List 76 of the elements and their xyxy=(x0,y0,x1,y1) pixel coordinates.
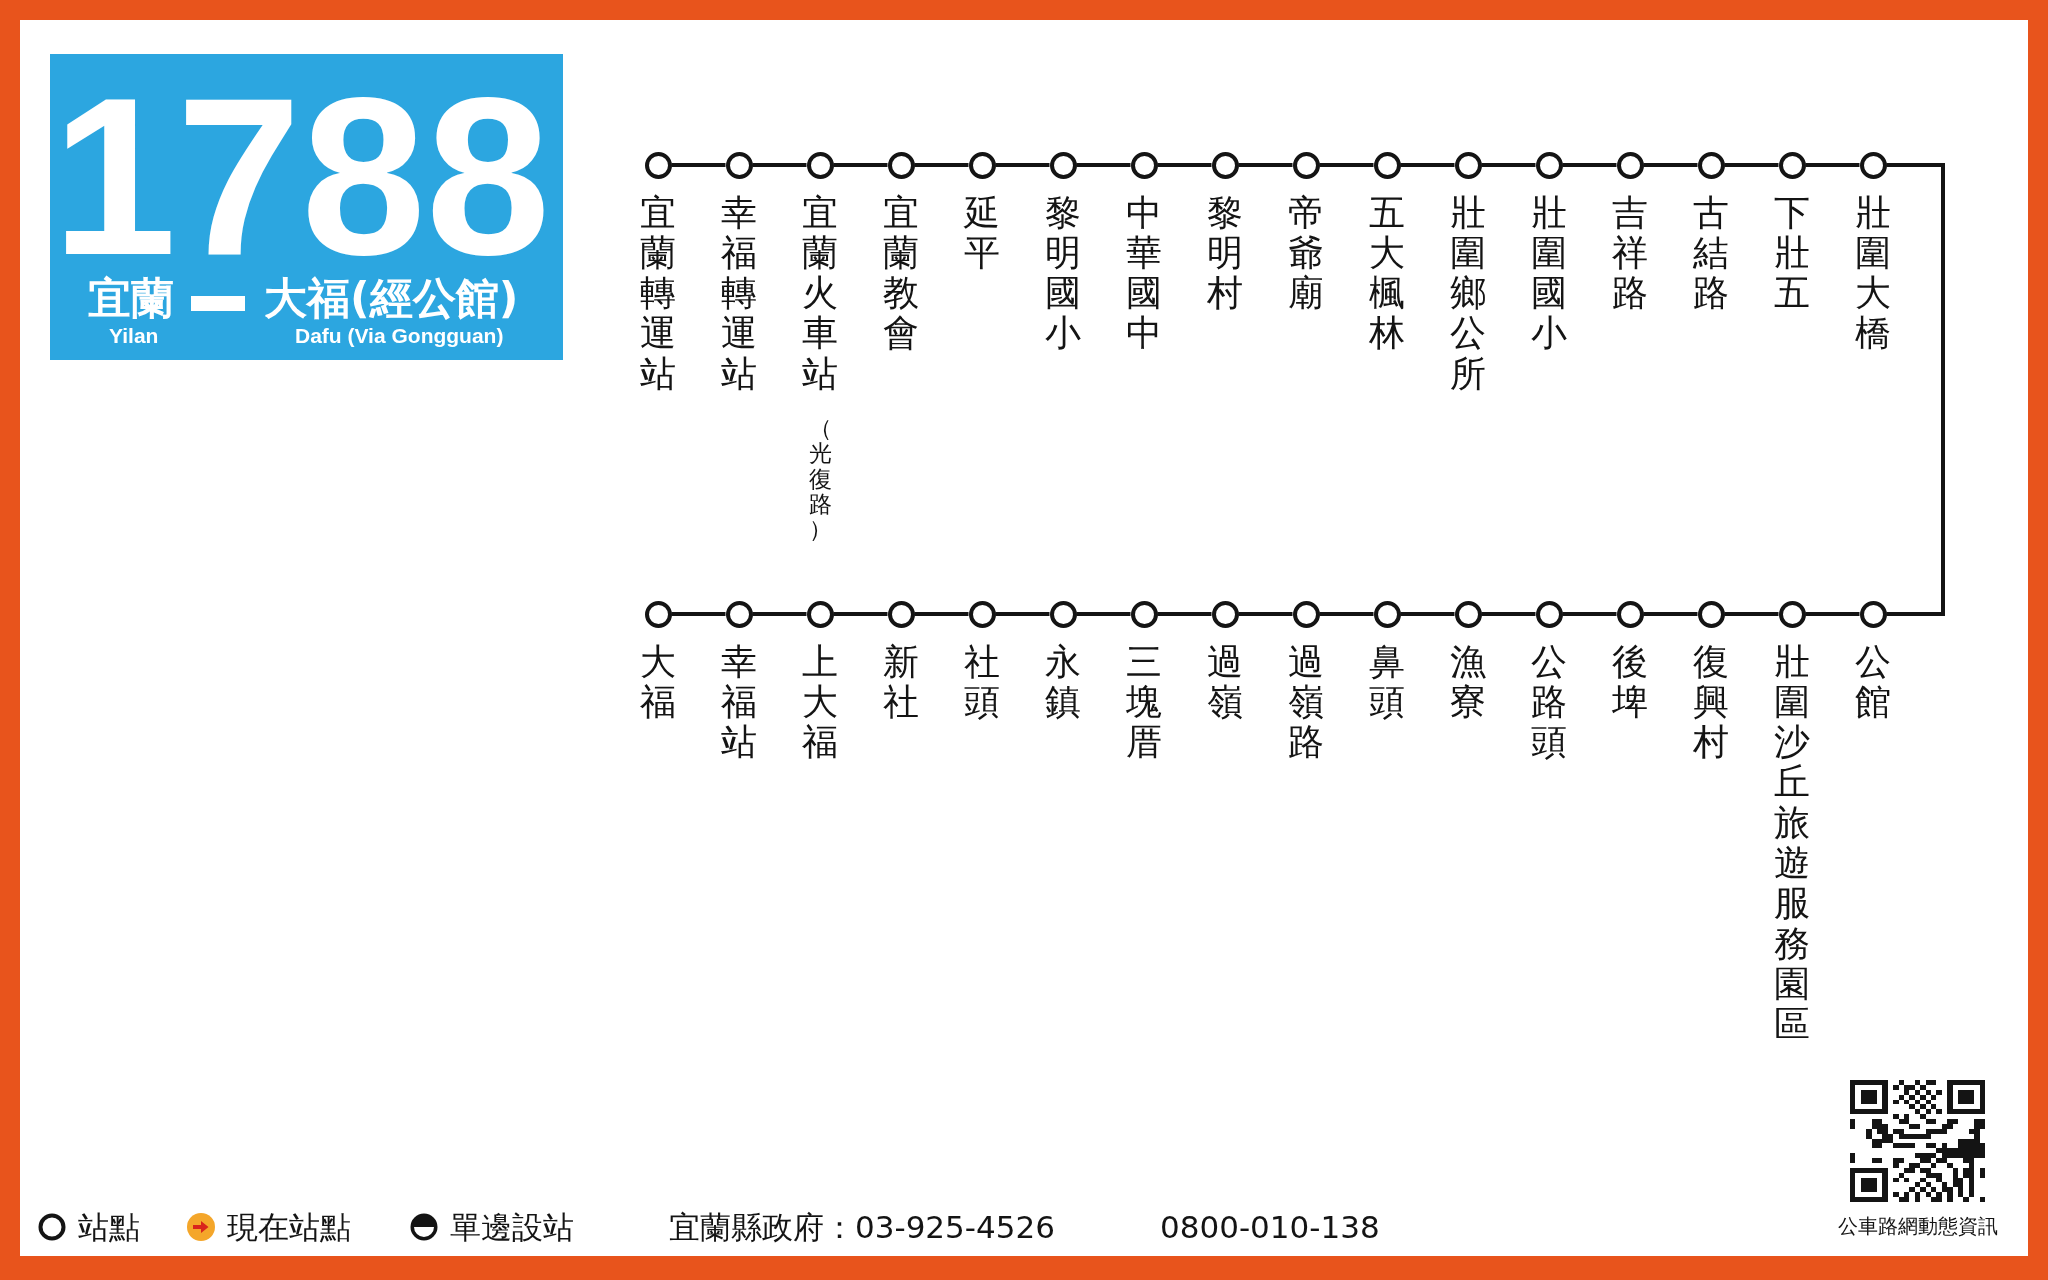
stop-name: 黎明國小 xyxy=(1045,192,1081,354)
route-number-panel xyxy=(50,54,563,360)
stop-name: 中華國中 xyxy=(1126,192,1162,354)
route-line xyxy=(1562,612,1617,616)
route-line xyxy=(1886,163,1945,616)
route-line xyxy=(752,612,807,616)
stop-name: 幸福轉運站 xyxy=(721,192,757,395)
stop-name: 壯圍沙丘旅遊服務園區 xyxy=(1774,641,1810,1045)
stop-name: 幸福站 xyxy=(721,641,757,763)
contact-phone: 0800-010-138 xyxy=(1160,1208,1380,1247)
route-line xyxy=(752,163,807,167)
stop-name: 大福 xyxy=(640,641,676,723)
stop-name: 壯圍國小 xyxy=(1531,192,1567,354)
route-line xyxy=(1805,163,1860,167)
route-line xyxy=(1157,612,1212,616)
route-line xyxy=(1805,612,1860,616)
route-line xyxy=(671,163,726,167)
legend-label: 站點 xyxy=(78,1208,140,1247)
stop-name: 五大楓林 xyxy=(1369,192,1405,354)
route-line xyxy=(1724,163,1779,167)
stop-name: 宜蘭火車站 xyxy=(802,192,838,395)
stop-name: 壯圍大橋 xyxy=(1855,192,1891,354)
stop-name: 上大福 xyxy=(802,641,838,763)
stop-name: 復興村 xyxy=(1693,641,1729,763)
stop-name: 過嶺路 xyxy=(1288,641,1324,763)
route-line xyxy=(1319,163,1374,167)
stop-name: 古結路 xyxy=(1693,192,1729,314)
route-line xyxy=(995,163,1050,167)
route-line xyxy=(1400,163,1455,167)
route-line xyxy=(1481,163,1536,167)
route-line xyxy=(1400,612,1455,616)
stop-name: 後埤 xyxy=(1612,641,1648,723)
route-line xyxy=(833,163,888,167)
stop-name: 漁寮 xyxy=(1450,641,1486,723)
legend-label: 單邊設站 xyxy=(450,1208,574,1247)
route-line xyxy=(1643,612,1698,616)
stop-name: 黎明村 xyxy=(1207,192,1243,314)
route-line xyxy=(1562,163,1617,167)
route-line xyxy=(914,612,969,616)
stop-name: 新社 xyxy=(883,641,919,723)
route-line xyxy=(1076,612,1131,616)
route-line xyxy=(1076,163,1131,167)
route-line xyxy=(1724,612,1779,616)
origin-name-en: Yilan xyxy=(109,325,159,346)
contact-phone: 宜蘭縣政府：03-925-4526 xyxy=(669,1208,1055,1247)
stop-name: 吉祥路 xyxy=(1612,192,1648,314)
stop-name: 壯圍鄉公所 xyxy=(1450,192,1486,395)
stop-name: 鼻頭 xyxy=(1369,641,1405,723)
route-line xyxy=(1238,163,1293,167)
route-line xyxy=(833,612,888,616)
stop-name: 過嶺 xyxy=(1207,641,1243,723)
route-line xyxy=(1238,612,1293,616)
stop-name: 延平 xyxy=(964,192,1000,274)
qr-caption: 公車路網動態資訊 xyxy=(1838,1214,1998,1238)
stop-name: 帝爺廟 xyxy=(1288,192,1324,314)
stop-name: 下壯五 xyxy=(1774,192,1810,314)
origin-name: 宜蘭 xyxy=(88,277,174,320)
route-line xyxy=(671,612,726,616)
route-line xyxy=(995,612,1050,616)
stop-name: 公館 xyxy=(1855,641,1891,723)
legend-label: 現在站點 xyxy=(227,1208,351,1247)
route-line xyxy=(1643,163,1698,167)
stop-name: 宜蘭教會 xyxy=(883,192,919,354)
stop-name: 宜蘭轉運站 xyxy=(640,192,676,395)
destination-name-en: Dafu (Via Gongguan) xyxy=(295,325,504,346)
destination-name: 大福(經公館) xyxy=(264,277,519,320)
stop-name: 公路頭 xyxy=(1531,641,1567,763)
stop-name: 永鎮 xyxy=(1045,641,1081,723)
route-line xyxy=(1319,612,1374,616)
route-line xyxy=(1481,612,1536,616)
stop-name: 三塊厝 xyxy=(1126,641,1162,763)
stop-name: 社頭 xyxy=(964,641,1000,723)
stop-note: （光復路） xyxy=(808,416,832,543)
route-line xyxy=(1157,163,1212,167)
route-number: 1788 xyxy=(52,92,551,260)
route-line xyxy=(914,163,969,167)
